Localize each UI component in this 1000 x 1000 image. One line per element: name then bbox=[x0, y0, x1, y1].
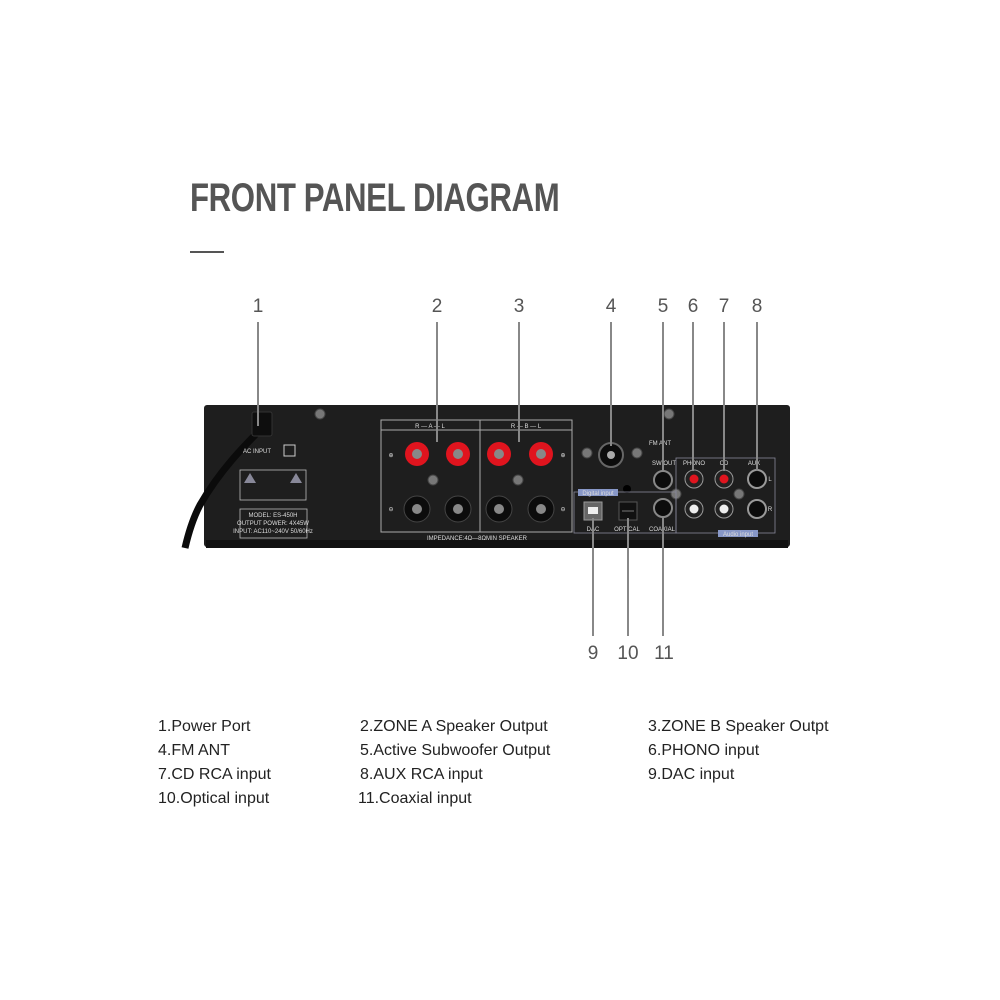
power-cable bbox=[181, 425, 265, 549]
output-power-text: OUTPUT POWER: 4X45W bbox=[237, 521, 309, 527]
callout-number-2: 2 bbox=[432, 296, 443, 317]
digital-input-tag bbox=[578, 489, 618, 496]
screw bbox=[512, 474, 524, 486]
digital-input-box bbox=[573, 491, 677, 534]
page-title: FRONT PANEL DIAGRAM bbox=[190, 176, 560, 220]
callout-number-5: 5 bbox=[658, 296, 669, 317]
screw bbox=[427, 474, 439, 486]
legend-item: 3.ZONE B Speaker Outpt bbox=[648, 718, 829, 735]
model-text: MODEL: ES-450H bbox=[248, 513, 297, 519]
left-channel-label: L bbox=[768, 477, 772, 483]
callout-number-6: 6 bbox=[688, 296, 699, 317]
input-rating-text: INPUT: AC110~240V 50/60Hz bbox=[233, 529, 313, 535]
plus-icon: ⊕ bbox=[388, 453, 393, 459]
power-plug bbox=[251, 411, 273, 437]
audio-input-tag bbox=[718, 530, 758, 537]
audio-input-label: Audio input bbox=[723, 532, 753, 538]
coaxial-jack bbox=[653, 498, 673, 518]
zone-a-label: R — A — L bbox=[415, 424, 445, 430]
screw bbox=[581, 447, 593, 459]
warning-triangle-icon bbox=[290, 473, 302, 483]
legend-item: 4.FM ANT bbox=[158, 742, 231, 759]
zone-b-label: R — B — L bbox=[511, 424, 542, 430]
legend-item: 6.PHONO input bbox=[648, 742, 760, 759]
callout-number-10: 10 bbox=[617, 643, 638, 664]
warning-label bbox=[239, 469, 307, 501]
led-hole bbox=[623, 485, 631, 493]
callout-number-8: 8 bbox=[752, 296, 763, 317]
fm-ant-label: FM ANT bbox=[649, 441, 671, 447]
legend-item: 2.ZONE A Speaker Output bbox=[360, 718, 548, 735]
rca-jacks bbox=[684, 469, 767, 519]
sw-out-label: SW OUT bbox=[652, 461, 676, 467]
title-underline bbox=[190, 251, 224, 253]
callout-number-9: 9 bbox=[588, 643, 599, 664]
phono-label: PHONO bbox=[683, 461, 705, 467]
speaker-terminals bbox=[403, 442, 555, 523]
plus-icon: ⊕ bbox=[560, 453, 565, 459]
callout-number-7: 7 bbox=[719, 296, 730, 317]
screw bbox=[314, 408, 326, 420]
warning-triangle-icon bbox=[244, 473, 256, 483]
ground-symbol bbox=[283, 444, 296, 457]
right-channel-label: R bbox=[768, 507, 773, 513]
legend-item: 9.DAC input bbox=[648, 766, 735, 783]
chassis-bottom-shadow bbox=[206, 540, 788, 548]
legend-item: 7.CD RCA input bbox=[158, 766, 271, 783]
legend-item: 8.AUX RCA input bbox=[360, 766, 483, 783]
legend-item: 11.Coaxial input bbox=[358, 790, 472, 807]
ac-input-label: AC INPUT bbox=[243, 449, 271, 455]
subwoofer-out-jack bbox=[653, 470, 673, 490]
screw bbox=[663, 408, 675, 420]
callout-number-1: 1 bbox=[253, 296, 264, 317]
minus-icon: ⊖ bbox=[560, 507, 565, 513]
callout-number-3: 3 bbox=[514, 296, 525, 317]
callout-number-11: 11 bbox=[654, 643, 674, 664]
screw bbox=[733, 488, 745, 500]
screw bbox=[631, 447, 643, 459]
minus-icon: ⊖ bbox=[388, 507, 393, 513]
legend-item: 10.Optical input bbox=[158, 790, 270, 807]
legend-item: 1.Power Port bbox=[158, 718, 251, 735]
legend-item: 5.Active Subwoofer Output bbox=[360, 742, 551, 759]
aux-l-jack bbox=[747, 469, 767, 489]
aux-label: AUX bbox=[748, 461, 760, 467]
impedance-label: IMPEDANCE:4Ω—8ΩMIN SPEAKER bbox=[427, 536, 528, 542]
digital-input-label: Digital input bbox=[582, 491, 614, 497]
callout-lines bbox=[257, 322, 758, 636]
chassis bbox=[204, 405, 790, 547]
callout-number-4: 4 bbox=[606, 296, 617, 317]
model-label bbox=[239, 508, 308, 539]
zone-b-box bbox=[479, 419, 573, 533]
aux-r-jack bbox=[747, 499, 767, 519]
